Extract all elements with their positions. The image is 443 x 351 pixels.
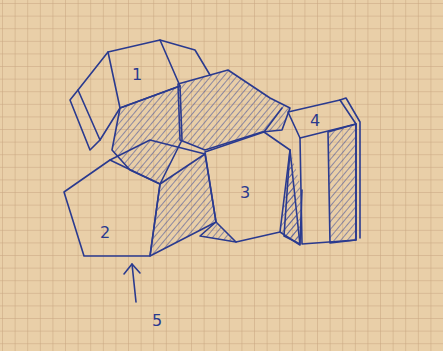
callout-number: 5 xyxy=(150,312,164,330)
callout-number: 2 xyxy=(98,224,112,242)
callout-number: 1 xyxy=(130,66,144,84)
callout-number: 4 xyxy=(308,112,322,130)
callout-number: 3 xyxy=(238,184,252,202)
polyhedra-sketch xyxy=(64,40,360,302)
